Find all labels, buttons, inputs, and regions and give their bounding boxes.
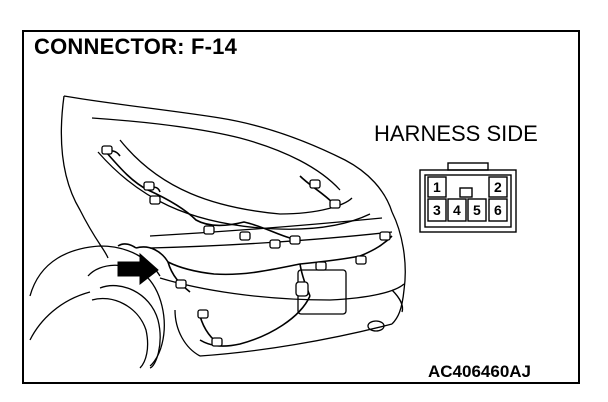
- car-body-outline: [29, 95, 406, 369]
- pin-1-label: 1: [433, 179, 441, 195]
- pin-4-label: 4: [453, 202, 461, 218]
- connector-face: [419, 162, 517, 233]
- connector-pointer-arrow: [117, 252, 159, 286]
- diagram-frame: [22, 30, 580, 384]
- reference-code: AC406460AJ: [428, 362, 532, 381]
- connector-title: CONNECTOR: F-14: [34, 34, 238, 59]
- pin-6-label: 6: [494, 202, 502, 218]
- pin-2-label: 2: [494, 179, 502, 195]
- pin-3-label: 3: [433, 202, 441, 218]
- pin-5-label: 5: [473, 202, 481, 218]
- harness-connectors: [101, 145, 391, 347]
- harness-side-label: HARNESS SIDE: [374, 121, 538, 146]
- wiring-harness: [105, 150, 393, 347]
